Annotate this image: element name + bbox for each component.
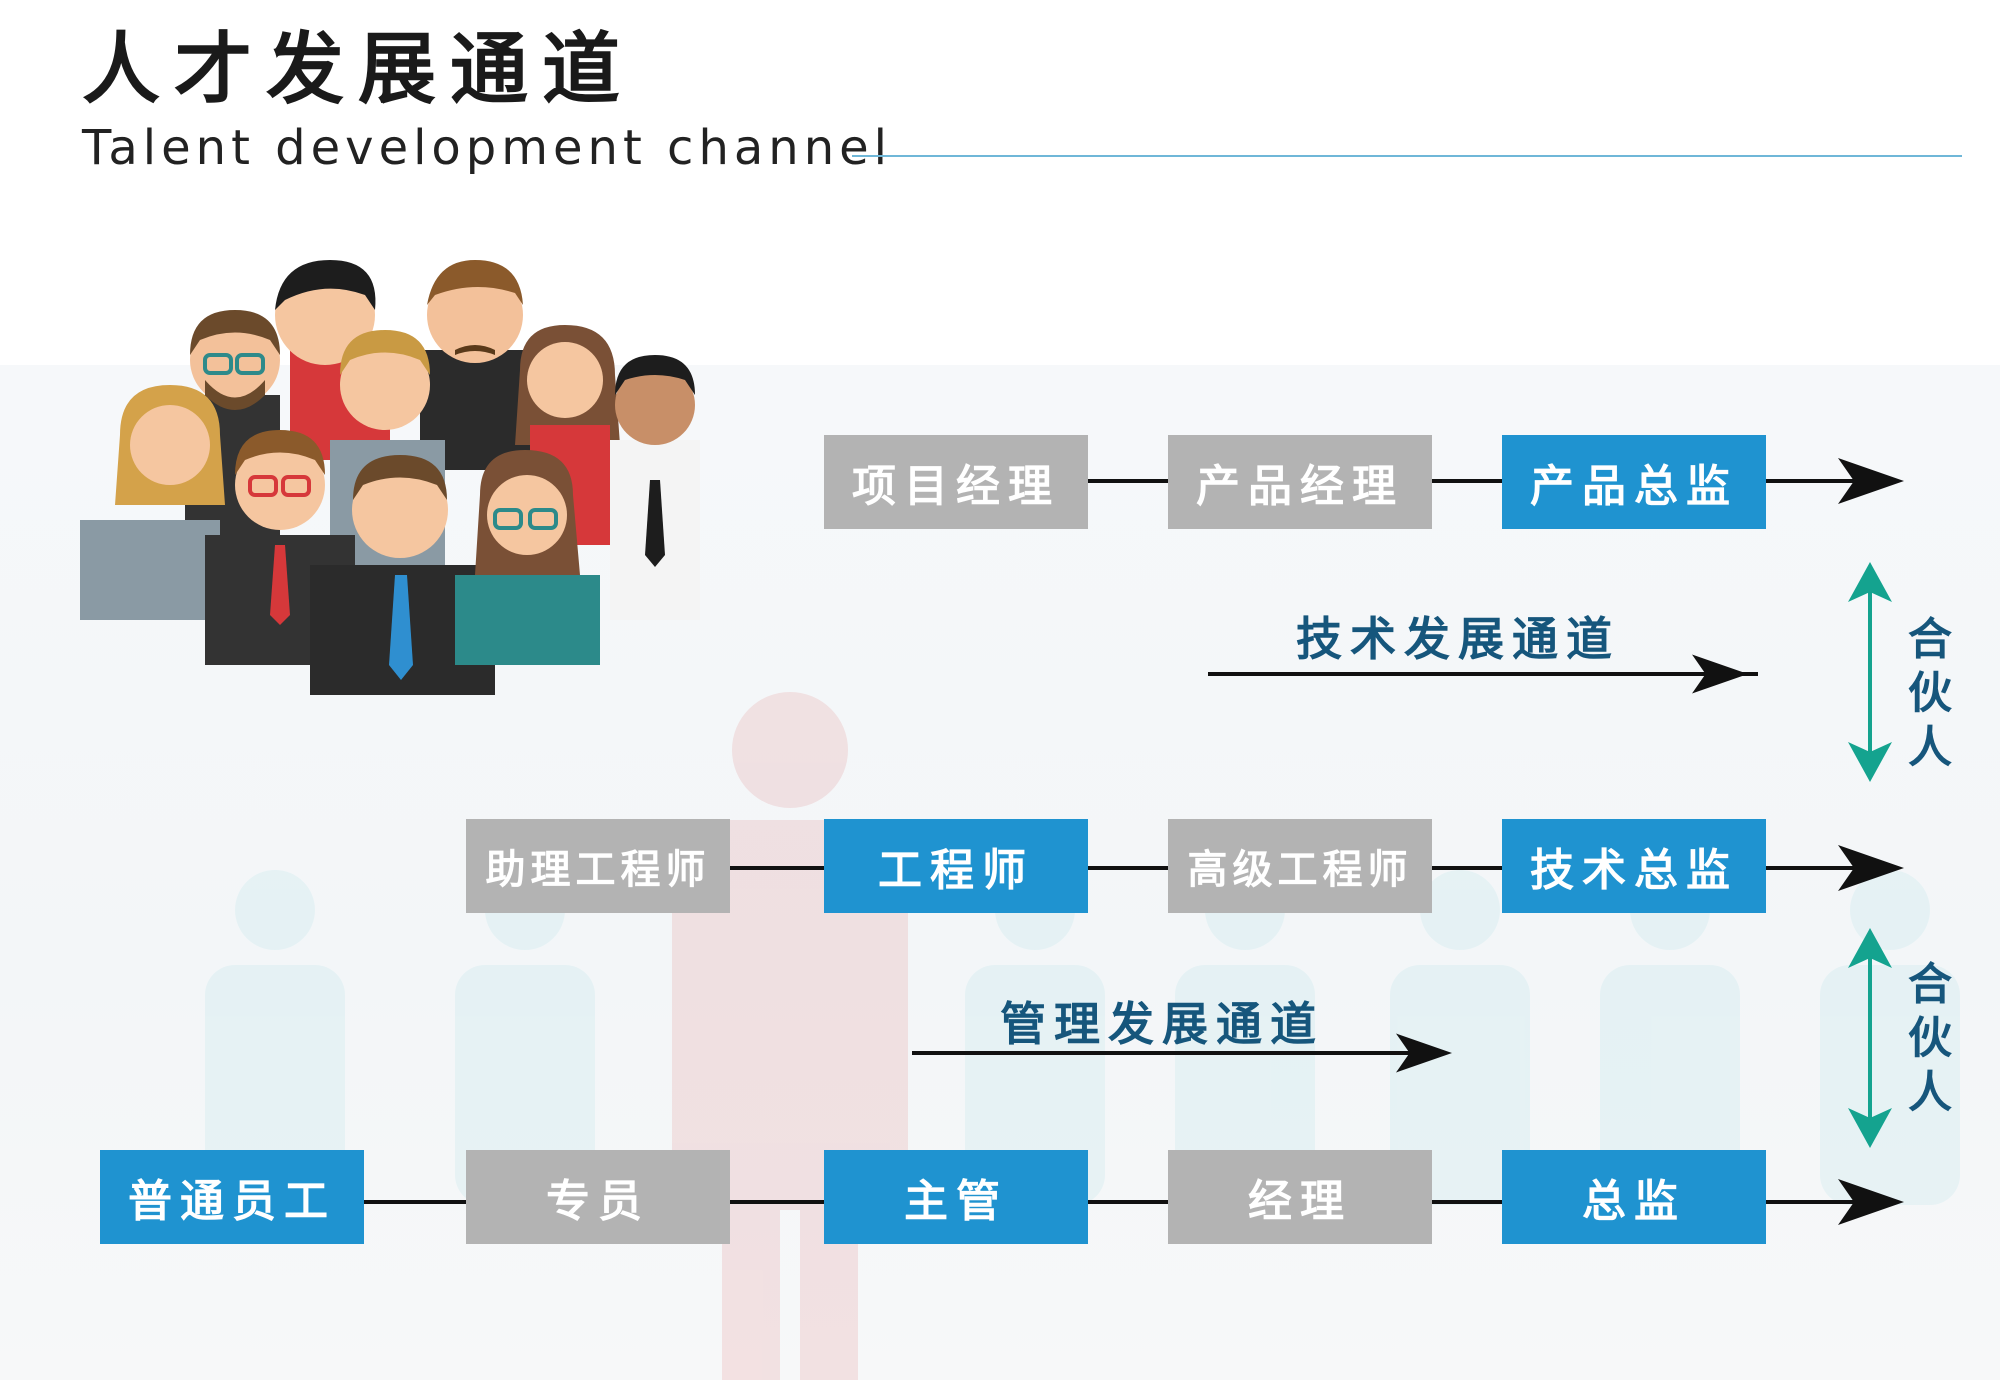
partner-label-upper: 合伙人 — [1908, 614, 1952, 773]
box-regular-staff: 普通员工 — [100, 1150, 364, 1244]
partner-label-lower: 合伙人 — [1908, 959, 1952, 1118]
management-channel-label: 管理发展通道 — [1000, 997, 1324, 1051]
arrow-right-icon — [1838, 845, 1904, 891]
box-product-manager: 产品经理 — [1168, 435, 1432, 529]
page-subtitle: Talent development channel — [82, 120, 892, 176]
box-manager: 经理 — [1168, 1150, 1432, 1244]
box-director: 总监 — [1502, 1150, 1766, 1244]
arrow-right-icon — [1692, 654, 1748, 694]
people-group-illustration — [80, 260, 700, 695]
box-tech-director: 技术总监 — [1502, 819, 1766, 913]
double-arrow-vertical-icon — [1848, 928, 1892, 1148]
box-assistant-engineer: 助理工程师 — [466, 819, 730, 913]
tech-channel-line — [1208, 672, 1758, 676]
box-engineer: 工程师 — [824, 819, 1088, 913]
box-product-director: 产品总监 — [1502, 435, 1766, 529]
page-title: 人才发展通道 — [82, 25, 635, 115]
box-project-manager: 项目经理 — [824, 435, 1088, 529]
box-supervisor: 主管 — [824, 1150, 1088, 1244]
arrow-right-icon — [1396, 1033, 1452, 1073]
title-divider — [852, 155, 1962, 157]
box-senior-engineer: 高级工程师 — [1168, 819, 1432, 913]
box-specialist: 专员 — [466, 1150, 730, 1244]
connector-row-management — [360, 1200, 1858, 1204]
connector-row-product — [1088, 479, 1858, 483]
double-arrow-vertical-icon — [1848, 562, 1892, 782]
management-channel-line — [912, 1051, 1432, 1055]
arrow-right-icon — [1838, 1179, 1904, 1225]
tech-channel-label: 技术发展通道 — [1296, 612, 1620, 666]
arrow-right-icon — [1838, 458, 1904, 504]
